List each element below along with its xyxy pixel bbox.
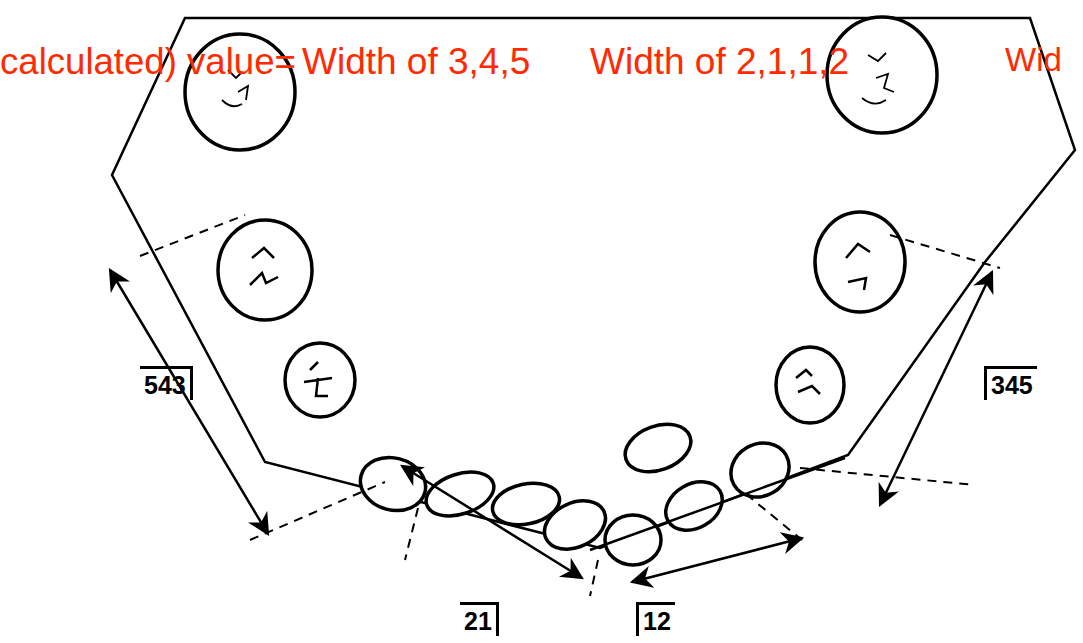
tooth-notation: 21 — [460, 602, 499, 636]
formula-text: Wid — [1005, 42, 1062, 78]
reference-line — [746, 494, 802, 540]
reference-line — [890, 235, 1000, 268]
reference-line — [140, 215, 245, 256]
reference-line — [800, 468, 975, 485]
incisor-tooth — [657, 472, 731, 540]
arch-line — [590, 458, 845, 550]
incisor-tooth — [537, 492, 614, 559]
formula-text: Width of 2,1,1,2 — [590, 42, 849, 83]
premolar-tooth — [815, 212, 905, 312]
dimension-arrow — [880, 272, 992, 505]
formula-text: Width of 3,4,5 — [302, 42, 530, 83]
tooth-notation: 345 — [984, 366, 1037, 400]
premolar-tooth — [285, 343, 355, 417]
incisor-tooth — [421, 464, 500, 524]
reference-line — [250, 482, 385, 540]
reference-line — [590, 560, 598, 596]
canine-tooth — [721, 432, 799, 507]
model-outline — [112, 18, 1075, 548]
tooth-fissure — [250, 248, 278, 285]
dimension-arrow — [632, 538, 802, 582]
tooth-fissure — [846, 244, 870, 290]
tooth-fissure — [796, 370, 820, 394]
tooth-fissure — [304, 362, 332, 396]
reference-line — [405, 508, 418, 560]
dimension-arrow — [110, 270, 268, 534]
premolar-tooth — [218, 220, 312, 320]
tooth-notation: 543 — [140, 366, 193, 400]
incisor-tooth — [605, 515, 661, 565]
displaced-incisor-tooth — [619, 416, 698, 481]
formula-text: calculated) value= — [0, 42, 296, 82]
tooth-fissure — [862, 53, 894, 104]
canine-tooth — [354, 450, 431, 517]
premolar-tooth — [776, 347, 844, 423]
tooth-notation: 12 — [636, 602, 675, 636]
dimension-arrow — [402, 466, 582, 578]
